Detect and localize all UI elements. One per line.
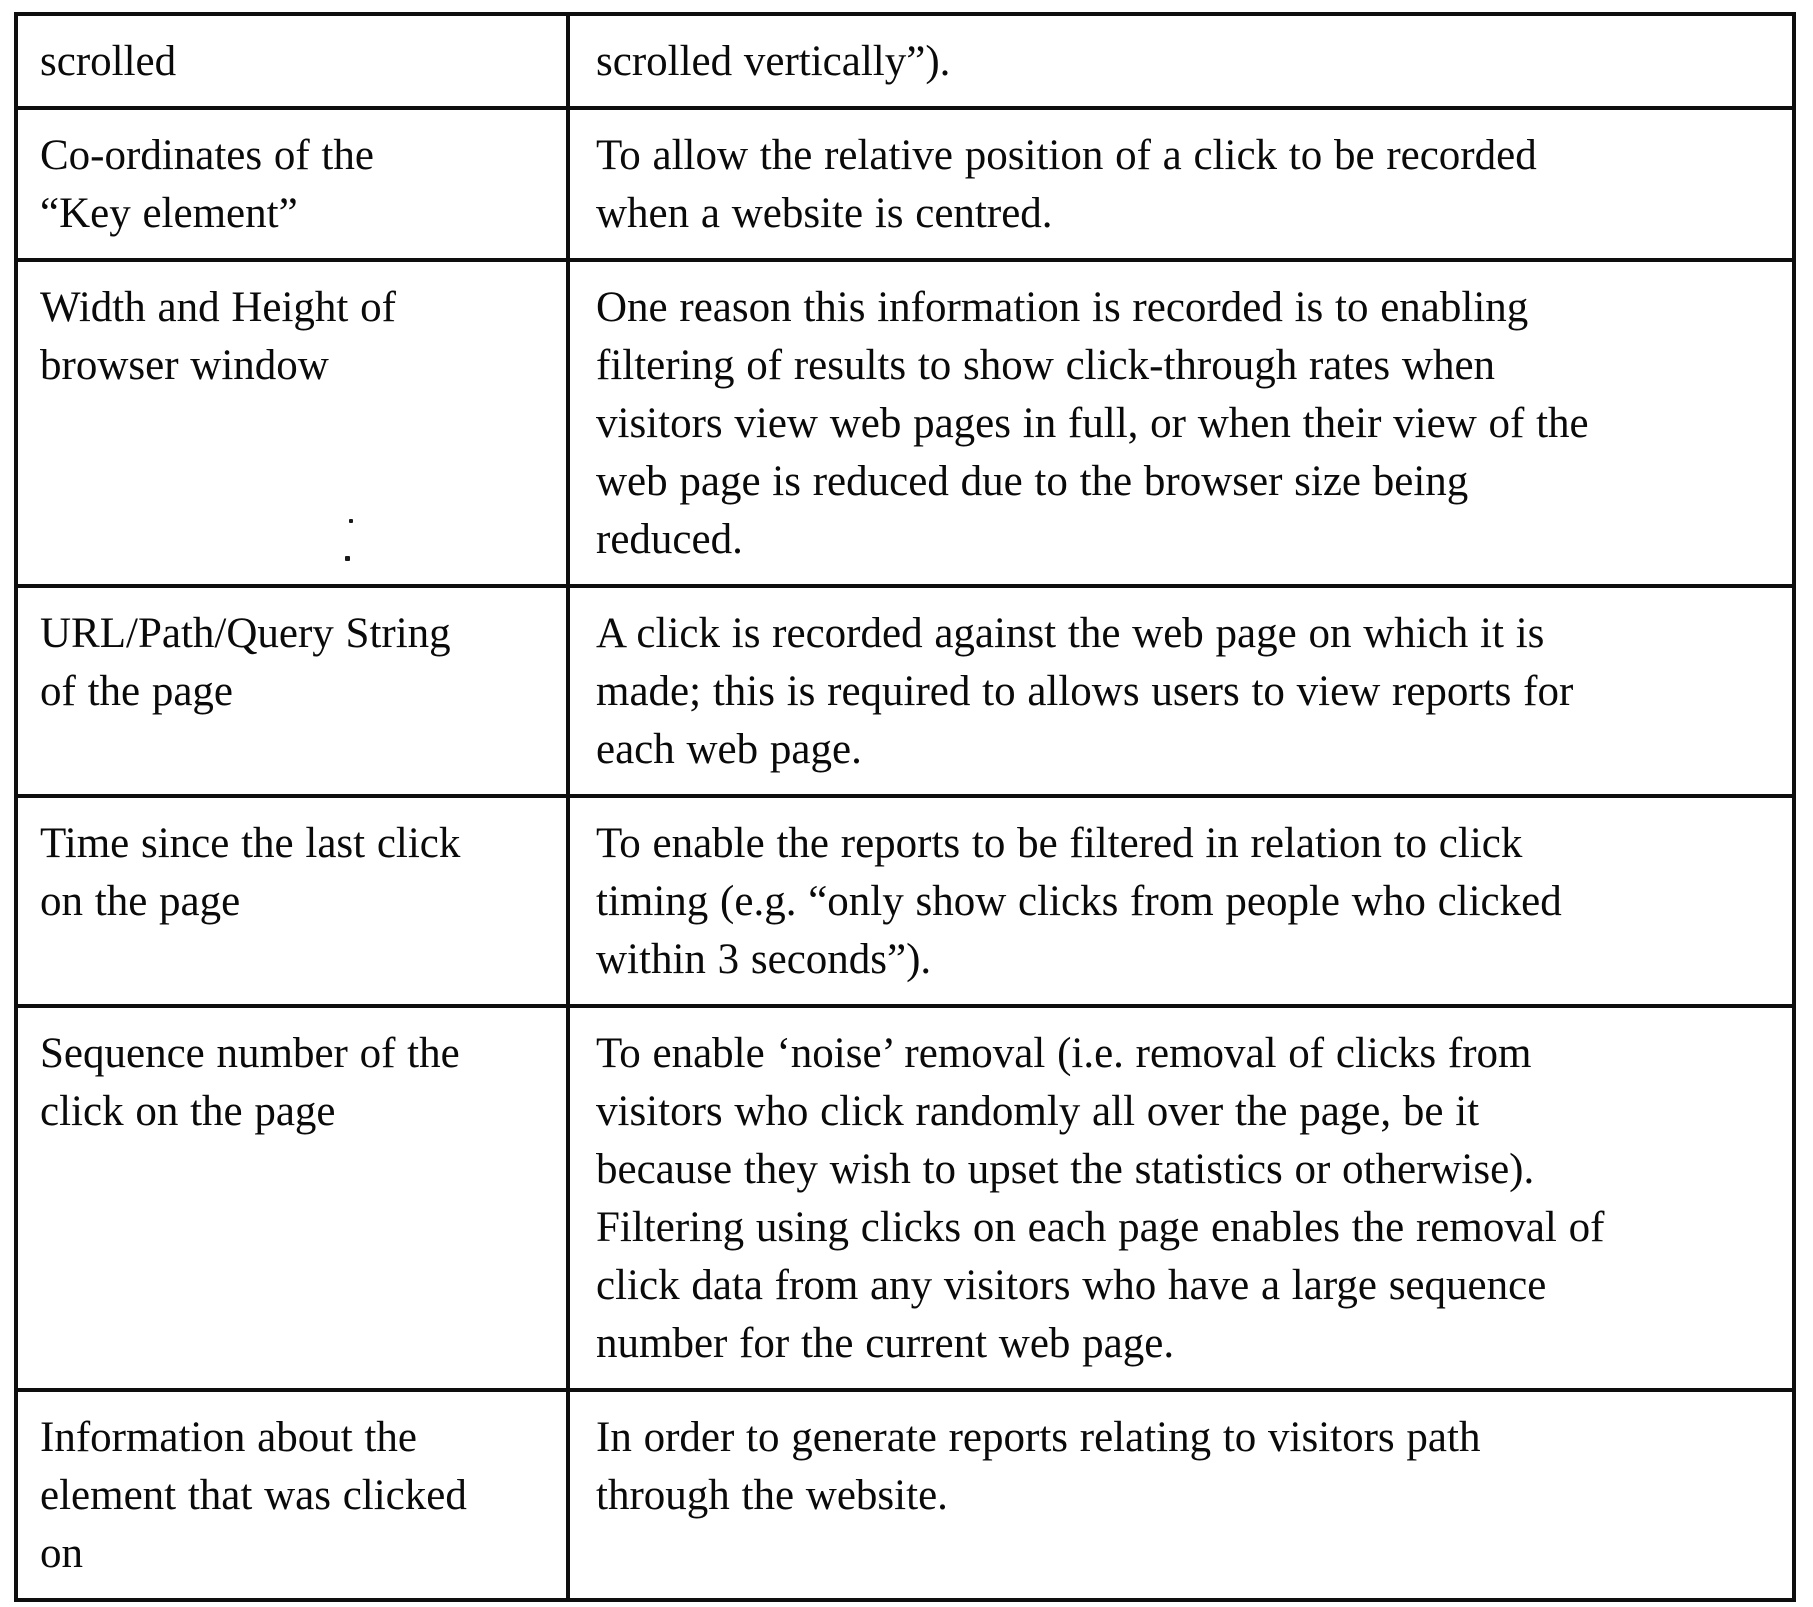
item-cell: Sequence number of the click on the page (14, 1004, 570, 1392)
item-cell: Information about the element that was c… (14, 1388, 570, 1602)
item-cell: URL/Path/Query String of the page (14, 584, 570, 798)
scan-speck (349, 519, 353, 523)
table-row: Co-ordinates of the “Key element”To allo… (14, 106, 1796, 262)
scan-speck (345, 556, 350, 561)
purpose-cell: In order to generate reports relating to… (566, 1388, 1796, 1602)
item-cell: Width and Height of browser window (14, 258, 570, 588)
purpose-cell: One reason this information is recorded … (566, 258, 1796, 588)
item-cell: Time since the last click on the page (14, 794, 570, 1008)
item-cell: scrolled (14, 12, 570, 110)
purpose-cell: A click is recorded against the web page… (566, 584, 1796, 798)
table-row: Information about the element that was c… (14, 1388, 1796, 1602)
table-row: Sequence number of the click on the page… (14, 1004, 1796, 1392)
item-cell: Co-ordinates of the “Key element” (14, 106, 570, 262)
purpose-cell: To enable ‘noise’ removal (i.e. removal … (566, 1004, 1796, 1392)
purpose-cell: To enable the reports to be filtered in … (566, 794, 1796, 1008)
purpose-cell: To allow the relative position of a clic… (566, 106, 1796, 262)
purpose-cell: scrolled vertically”). (566, 12, 1796, 110)
